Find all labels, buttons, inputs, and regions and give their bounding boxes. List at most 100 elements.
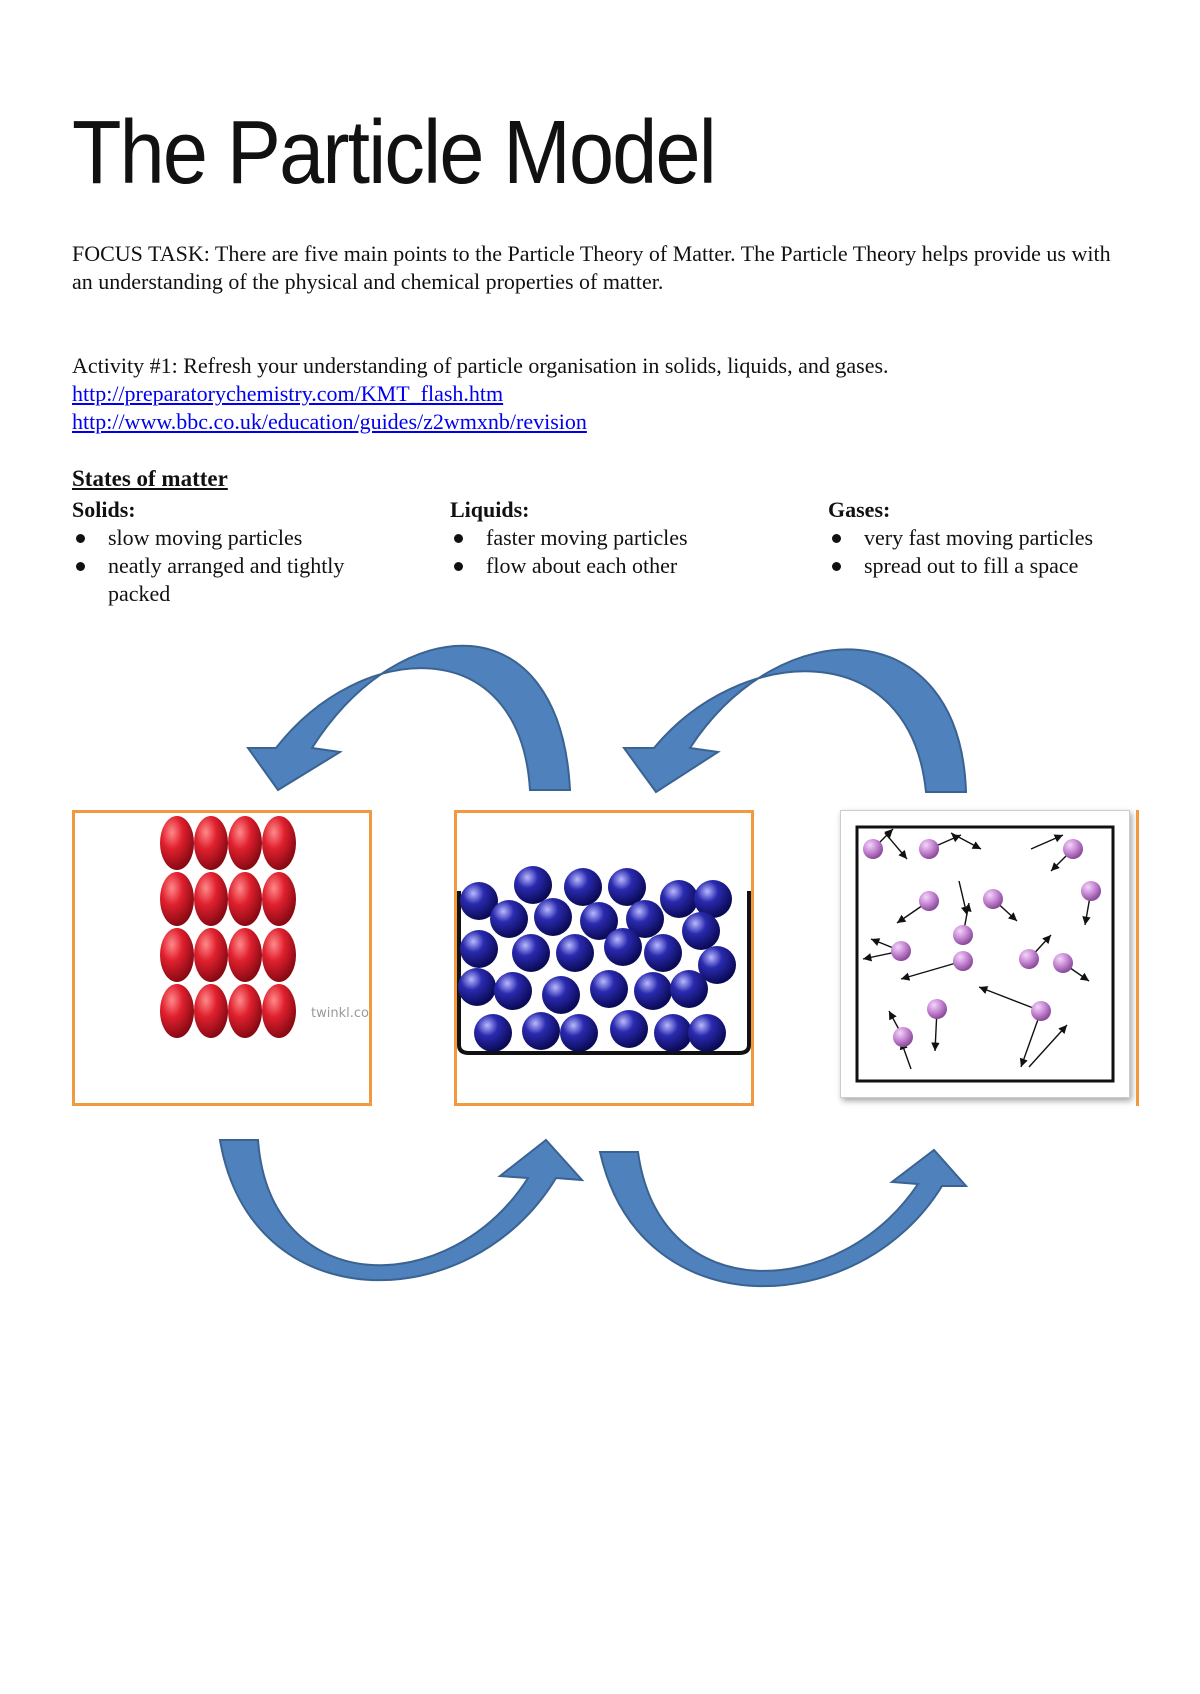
- solid-particle: [262, 816, 296, 870]
- state-name: Liquids:: [450, 497, 530, 522]
- state-column-liquids: Liquids: faster moving particles flow ab…: [450, 496, 780, 580]
- gas-particles-panel: [840, 810, 1130, 1098]
- solid-particles-image: twinkl.com: [160, 816, 369, 1038]
- solid-particle: [262, 928, 296, 982]
- twinkl-watermark: twinkl.com: [311, 1006, 369, 1021]
- liquid-particles-image: [457, 866, 751, 1055]
- liquid-particle: [654, 1014, 692, 1052]
- solid-particle: [194, 816, 228, 870]
- states-heading: States of matter: [72, 466, 228, 491]
- liquid-particle: [534, 898, 572, 936]
- gas-particle: [953, 925, 973, 945]
- gas-particle: [863, 839, 883, 859]
- liquid-particle: [490, 900, 528, 938]
- activity-section: Activity #1: Refresh your understanding …: [72, 352, 1132, 436]
- beaker-outline: [457, 891, 751, 1055]
- motion-arrow: [958, 880, 970, 916]
- gas-particle-scatter: [863, 839, 1101, 1047]
- solid-particle: [194, 984, 228, 1038]
- gas-particle: [1019, 949, 1039, 969]
- gas-particle: [927, 999, 947, 1019]
- gas-particles-image: [855, 825, 1115, 1083]
- solid-particles-panel: twinkl.com: [72, 810, 372, 1106]
- liquid-particle: [494, 972, 532, 1010]
- state-name: Solids:: [72, 497, 136, 522]
- solid-particle: [160, 984, 194, 1038]
- solid-particle: [228, 928, 262, 982]
- state-points: slow moving particles neatly arranged an…: [72, 524, 402, 608]
- liquid-particle: [670, 970, 708, 1008]
- liquid-particle: [564, 868, 602, 906]
- liquid-particle: [580, 902, 618, 940]
- liquid-particle: [522, 1012, 560, 1050]
- solid-particle: [194, 872, 228, 926]
- solid-particle: [228, 872, 262, 926]
- melting-arrow-icon: [218, 1138, 585, 1282]
- list-item: very fast moving particles: [828, 524, 1178, 552]
- gas-particle: [919, 891, 939, 911]
- focus-task: FOCUS TASK: There are five main points t…: [72, 241, 1111, 294]
- state-points: very fast moving particles spread out to…: [828, 524, 1178, 580]
- gas-particle: [1081, 881, 1101, 901]
- link-preparatory-chemistry[interactable]: http://preparatorychemistry.com/KMT_flas…: [72, 381, 504, 406]
- gas-particle: [919, 839, 939, 859]
- gas-panel-edge-line: [1136, 810, 1139, 1106]
- liquid-particle: [682, 912, 720, 950]
- state-points: faster moving particles flow about each …: [450, 524, 780, 580]
- list-item: slow moving particles: [72, 524, 402, 552]
- page-title: The Particle Model: [72, 103, 717, 203]
- state-name: Gases:: [828, 497, 891, 522]
- liquid-particles-panel: [454, 810, 754, 1106]
- motion-arrow: [1028, 1024, 1068, 1068]
- liquid-particle: [542, 976, 580, 1014]
- list-item: flow about each other: [450, 552, 780, 580]
- liquid-particle: [634, 972, 672, 1010]
- melting-freezing-arrow-icon: [246, 644, 572, 792]
- list-item: faster moving particles: [450, 524, 780, 552]
- gas-particle: [983, 889, 1003, 909]
- liquid-particle: [460, 882, 498, 920]
- solid-particle-grid: [160, 816, 296, 1038]
- liquid-particle: [458, 968, 496, 1006]
- liquid-particle-cluster: [458, 866, 736, 1052]
- gas-particle: [893, 1027, 913, 1047]
- gas-particle: [1031, 1001, 1051, 1021]
- motion-arrow: [1030, 834, 1064, 850]
- solid-particle: [228, 984, 262, 1038]
- list-item: neatly arranged and tightly packed: [72, 552, 402, 608]
- evaporation-arrow-icon: [598, 1148, 969, 1287]
- liquid-particle: [460, 930, 498, 968]
- motion-arrow: [978, 986, 1042, 1012]
- solid-particle: [262, 872, 296, 926]
- motion-arrow: [950, 832, 982, 850]
- liquid-particle: [560, 1014, 598, 1052]
- gas-particle: [953, 951, 973, 971]
- liquid-particle: [626, 900, 664, 938]
- liquid-particle: [474, 1014, 512, 1052]
- motion-arrow: [900, 960, 964, 981]
- liquid-particle: [512, 934, 550, 972]
- liquid-particle: [694, 880, 732, 918]
- liquid-particle: [608, 868, 646, 906]
- activity-text: Activity #1: Refresh your understanding …: [72, 353, 889, 378]
- liquid-particle: [514, 866, 552, 904]
- solid-particle: [160, 816, 194, 870]
- solid-particle: [228, 816, 262, 870]
- gas-particle: [891, 941, 911, 961]
- gas-container-outline: [855, 825, 1115, 1083]
- motion-arrow: [884, 832, 908, 860]
- link-bbc-revision[interactable]: http://www.bbc.co.uk/education/guides/z2…: [72, 409, 587, 434]
- gas-particle: [1053, 953, 1073, 973]
- state-column-solids: Solids: slow moving particles neatly arr…: [72, 496, 402, 608]
- solid-particle: [160, 928, 194, 982]
- liquid-particle: [610, 1010, 648, 1048]
- solid-particle: [262, 984, 296, 1038]
- liquid-particle: [698, 946, 736, 984]
- gas-particle: [1063, 839, 1083, 859]
- liquid-particle: [604, 928, 642, 966]
- liquid-particle: [644, 934, 682, 972]
- liquid-particle: [590, 970, 628, 1008]
- liquid-particle: [556, 934, 594, 972]
- solid-particle: [194, 928, 228, 982]
- state-column-gases: Gases: very fast moving particles spread…: [828, 496, 1178, 580]
